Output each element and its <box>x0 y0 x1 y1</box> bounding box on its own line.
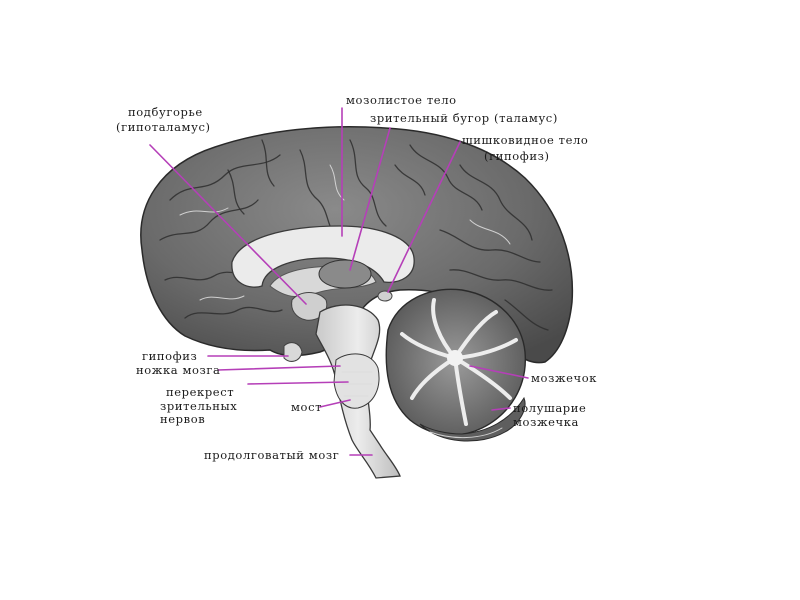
label-pineal-1: шишковидное тело <box>462 133 588 147</box>
label-chiasm-2: зрительных <box>160 399 237 413</box>
pointer-chiasm <box>247 381 349 385</box>
label-thalamus: зрительный бугор (таламус) <box>370 111 558 125</box>
label-hypothalamus-1: подбугорье <box>128 105 203 119</box>
label-pons: мост <box>291 400 322 414</box>
pointer-hemisphere <box>491 407 511 411</box>
pointer-thalamus <box>349 127 391 271</box>
label-chiasm-1: перекрест <box>166 385 234 399</box>
label-pituitary: гипофиз <box>142 349 197 363</box>
pointer-hypothalamus <box>149 144 307 305</box>
label-medulla: продолговатый мозг <box>204 448 339 462</box>
pointer-peduncle <box>217 365 341 371</box>
label-hypothalamus-2: (гипоталамус) <box>116 120 211 134</box>
label-cerebellum: мозжечок <box>531 371 597 385</box>
pointer-lines <box>149 107 529 456</box>
cerebellum <box>385 288 526 442</box>
pointer-cerebellum <box>469 365 529 379</box>
label-chiasm-3: нервов <box>160 412 205 426</box>
pointer-pineal <box>387 141 461 293</box>
label-hemisphere-1: полушарие <box>513 401 586 415</box>
pointer-pons <box>319 399 351 408</box>
label-pineal-2: (гипофиз) <box>484 149 550 163</box>
label-cerebral-peduncle: ножка мозга <box>136 363 221 377</box>
labels: подбугорье (гипоталамус) мозолистое тело… <box>116 93 597 462</box>
label-hemisphere-2: мозжечка <box>513 415 579 429</box>
label-corpus-callosum: мозолистое тело <box>346 93 457 107</box>
